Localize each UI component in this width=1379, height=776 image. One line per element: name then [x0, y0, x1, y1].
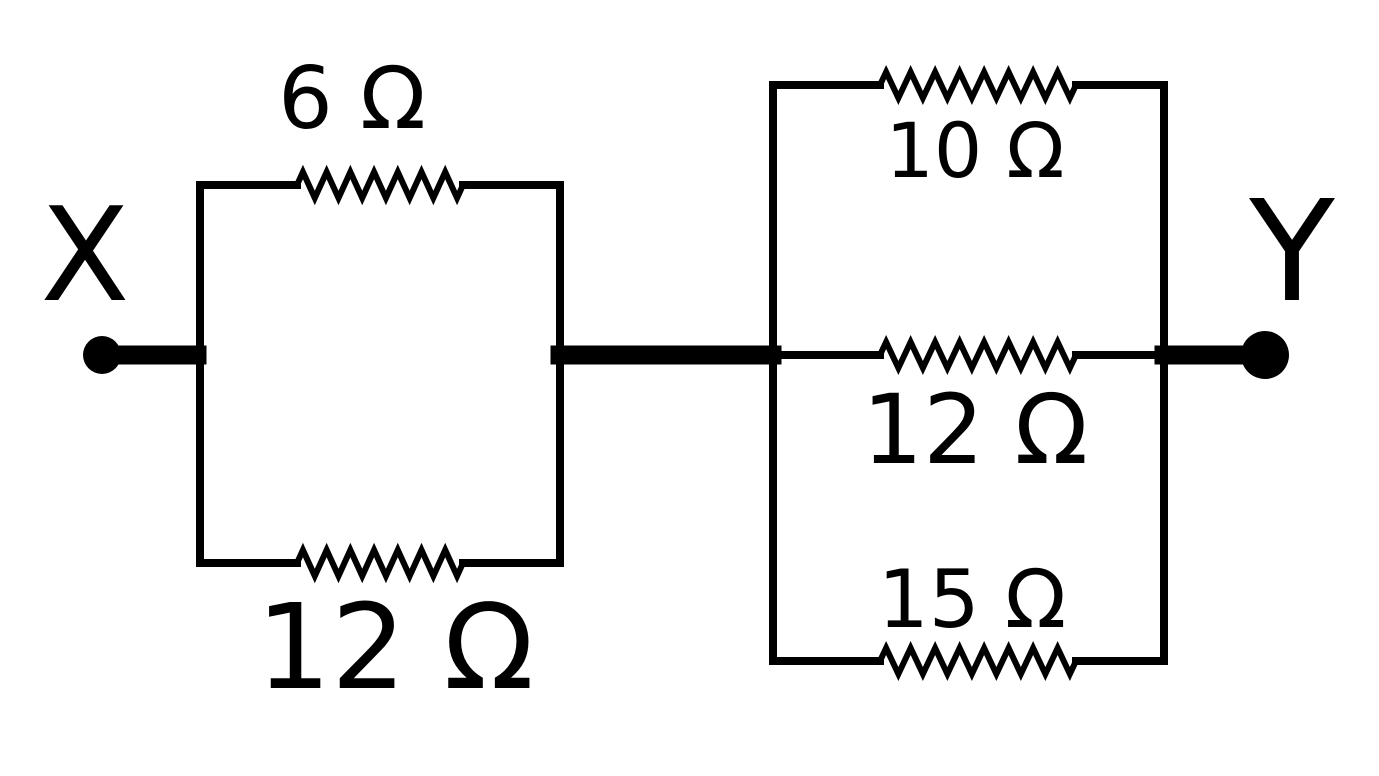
right-group-right-rail [1072, 81, 1168, 665]
left-group-right-rail [459, 181, 564, 567]
resistor-r2-label: 12 Ω [256, 578, 534, 716]
resistor-r1-zigzag [294, 164, 466, 206]
resistor-r2-zigzag [294, 542, 466, 584]
left-group-left-rail [196, 181, 301, 567]
resistor-r3-label: 10 Ω [886, 106, 1065, 195]
terminal-x-label: X [40, 179, 129, 331]
resistor-r5-label: 15 Ω [878, 553, 1066, 646]
right-group-left-rail [769, 81, 884, 665]
terminal-y-node [1241, 331, 1289, 379]
resistor-r4-label: 12 Ω [862, 374, 1088, 486]
right-parallel-group: 10 Ω 12 Ω 15 Ω [769, 64, 1168, 682]
resistor-r5-zigzag [877, 640, 1079, 682]
resistor-r3-zigzag [877, 64, 1079, 106]
resistor-r4-zigzag [877, 334, 1079, 376]
left-parallel-group: 6 Ω 12 Ω [196, 49, 564, 716]
resistor-r1-label: 6 Ω [278, 49, 426, 149]
terminal-y-label: Y [1248, 171, 1335, 334]
